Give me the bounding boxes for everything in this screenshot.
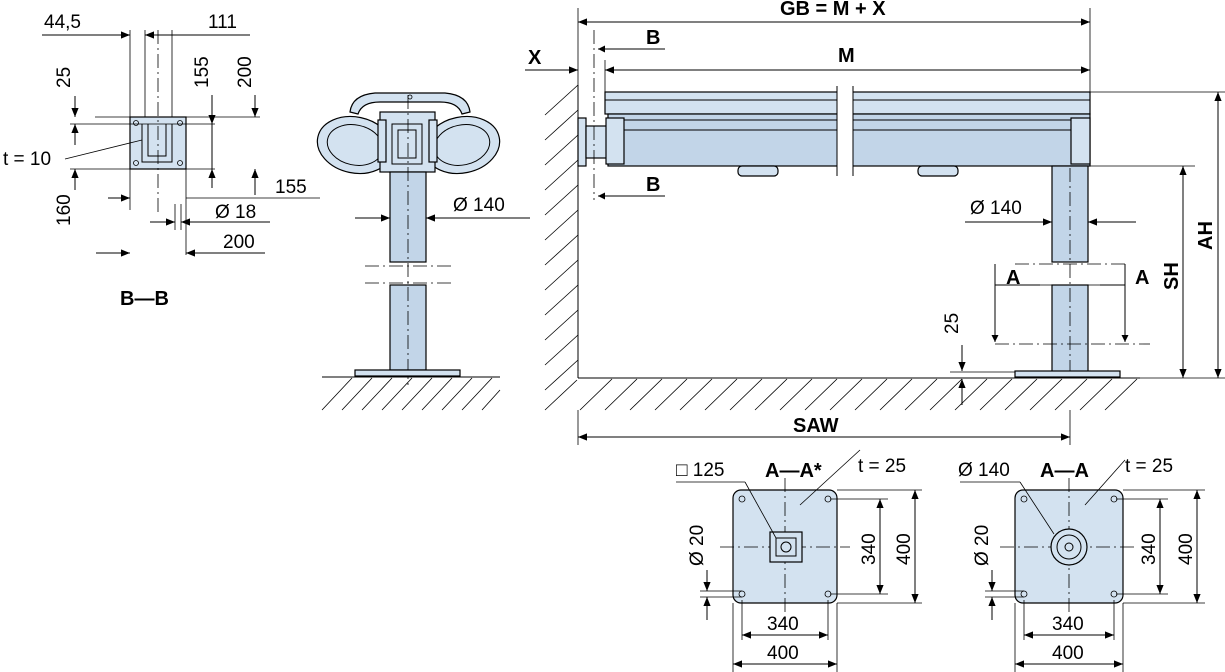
front-label-a-right: A <box>1135 267 1149 289</box>
side-dim-d140: Ø 140 <box>453 195 505 216</box>
plate-square-dim-400-h: 400 <box>767 643 799 664</box>
front-label-a-left: A <box>1006 267 1020 289</box>
section-bb: 44,5 111 25 155 200 t = 10 160 155 Ø 18 <box>3 12 320 310</box>
plate-round-dim-340-h: 340 <box>1052 614 1084 635</box>
plate-square-dim-340-h: 340 <box>767 614 799 635</box>
front-dim-25: 25 <box>942 313 963 334</box>
bb-dim-25: 25 <box>54 67 75 88</box>
front-dim-d140: Ø 140 <box>970 198 1022 219</box>
front-dim-m: M <box>838 45 855 67</box>
bb-dim-200-v: 200 <box>235 56 256 88</box>
bb-dim-d18: Ø 18 <box>215 202 256 223</box>
plate-square-dim-340-v: 340 <box>859 533 880 565</box>
bb-u-profile <box>141 124 173 163</box>
plate-square-dim-d20: Ø 20 <box>687 525 708 566</box>
plate-square-dim-sq125: □ 125 <box>676 460 724 481</box>
plate-round-title: A—A <box>1040 460 1089 482</box>
plate-round-dim-d20: Ø 20 <box>972 525 993 566</box>
bb-dim-155-v: 155 <box>192 56 213 88</box>
bb-dim-200-h: 200 <box>223 232 255 253</box>
front-dim-sh: SH <box>1161 262 1183 290</box>
plate-square-dim-t25: t = 25 <box>858 456 906 477</box>
side-housing <box>379 111 436 173</box>
plate-round-dim-d140: Ø 140 <box>958 460 1010 481</box>
front-dim-gb: GB = M + X <box>780 0 886 20</box>
side-base <box>354 369 461 377</box>
side-handle <box>349 92 471 115</box>
plate-square: □ 125 A—A* t = 25 Ø 20 340 400 340 400 <box>676 449 922 672</box>
front-dim-x: X <box>528 47 542 69</box>
bb-title: B—B <box>120 288 169 310</box>
side-ground-hatch <box>321 377 501 411</box>
front-dim-ah: AH <box>1195 221 1217 250</box>
plate-round-tube <box>1050 528 1088 566</box>
front-dim-saw: SAW <box>793 415 839 437</box>
plate-square-dim-400-v: 400 <box>894 533 915 565</box>
bb-dim-155-h: 155 <box>275 177 307 198</box>
front-label-b-bottom: B <box>646 174 660 196</box>
front-lamp-right <box>917 165 959 177</box>
front-label-b-top: B <box>646 27 660 49</box>
plate-square-title: A—A* <box>765 460 822 482</box>
plate-round: Ø 140 A—A t = 25 Ø 20 340 400 340 400 <box>958 456 1205 672</box>
plate-round-dim-400-v: 400 <box>1176 533 1197 565</box>
plate-round-dim-400-h: 400 <box>1052 643 1084 664</box>
wall-hatch <box>544 84 579 411</box>
front-lamp-left <box>737 165 779 177</box>
floor-hatch <box>579 378 1138 411</box>
bb-dim-111: 111 <box>208 12 237 33</box>
side-view: Ø 140 <box>316 92 530 411</box>
bb-dim-44-5: 44,5 <box>44 12 81 33</box>
bb-dim-t10: t = 10 <box>3 149 51 170</box>
front-view: GB = M + X X M B B Ø 140 A A 25 <box>525 0 1225 445</box>
plate-round-dim-340-v: 340 <box>1139 533 1160 565</box>
plate-round-dim-t25: t = 25 <box>1125 456 1173 477</box>
bb-dim-160: 160 <box>54 194 75 226</box>
